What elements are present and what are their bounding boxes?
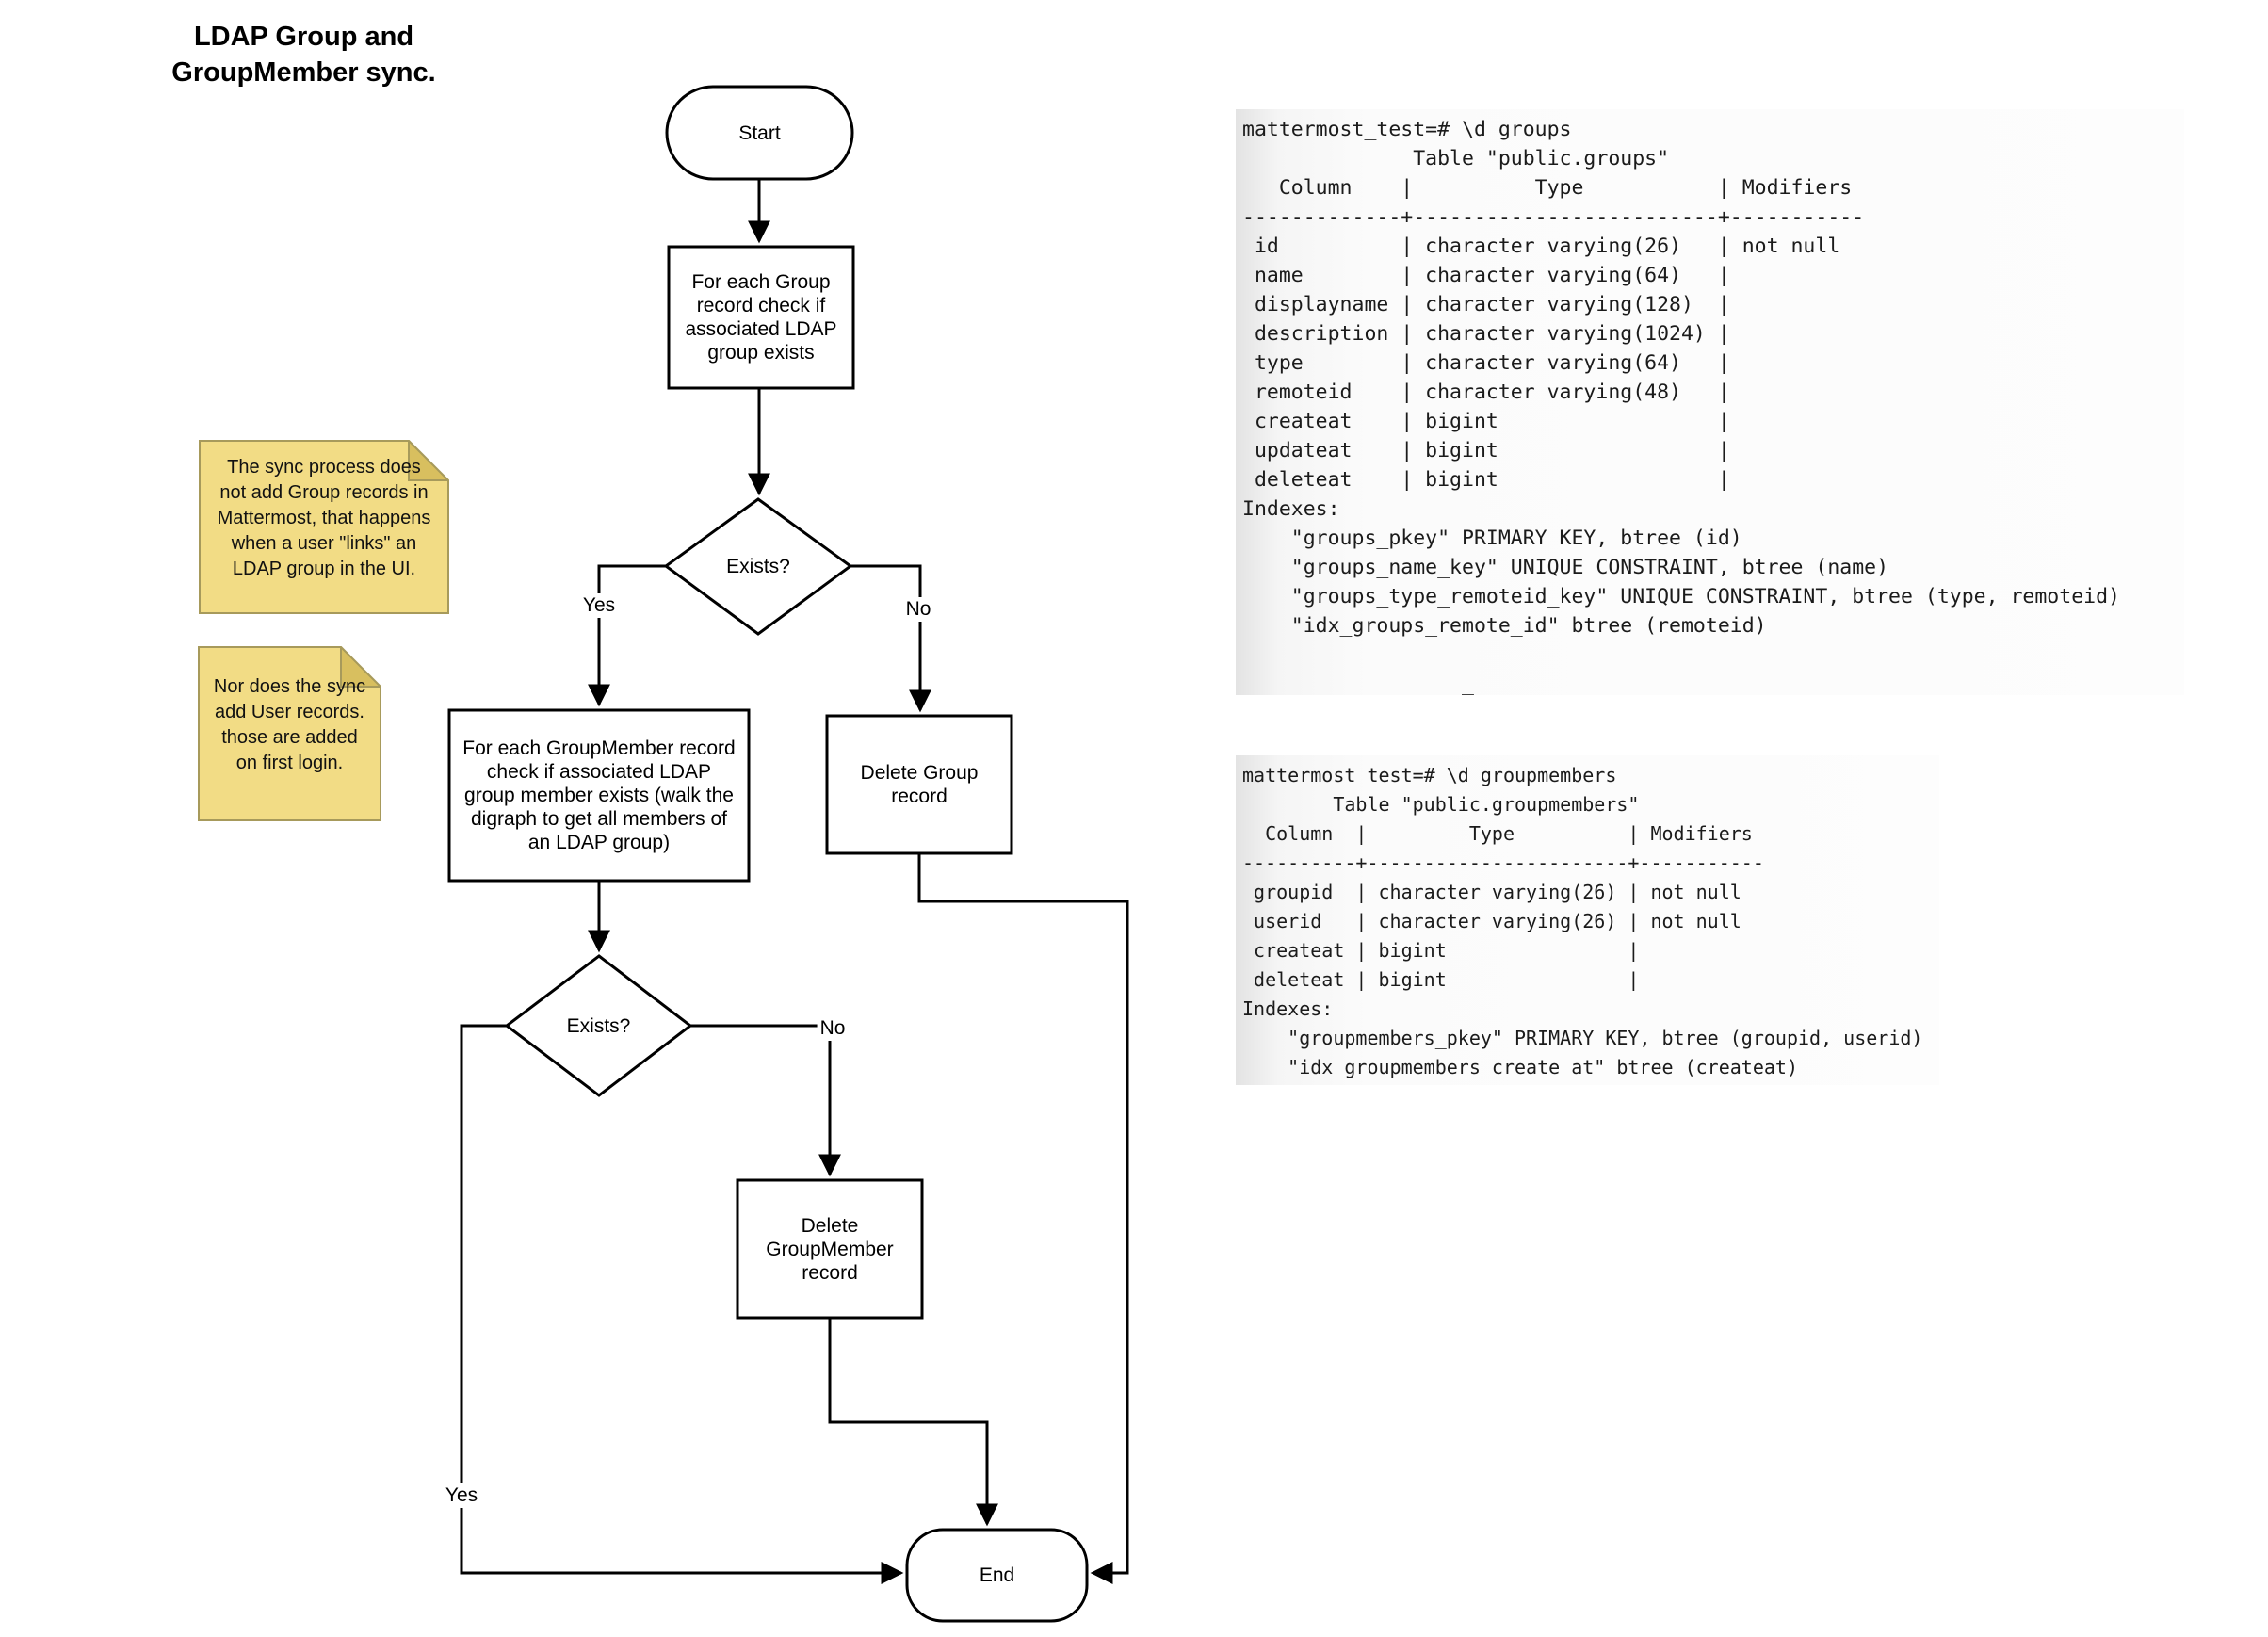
delete-groupmember-node-shape xyxy=(736,1178,924,1320)
sticky-note-shape xyxy=(199,440,449,614)
edge-label-group-no: No xyxy=(902,597,934,622)
sticky-note-group-sync-text: The sync process does not add Group reco… xyxy=(217,457,431,579)
exists-group-diamond-shape xyxy=(663,497,853,636)
node-start-label: Start xyxy=(738,122,781,144)
edge-label-member-no: No xyxy=(817,1016,849,1041)
edge-exists2-yes-to-end xyxy=(460,1024,904,1584)
terminal-groups-table: mattermost_test=# \d groups Table "publi… xyxy=(1236,109,2184,696)
edge-exists2-no-to-delete-groupmember xyxy=(690,1024,841,1177)
page-title-line2: GroupMember sync. xyxy=(171,57,436,88)
page-title: LDAP Group and GroupMember sync. xyxy=(141,19,466,90)
page-title-line1: LDAP Group and xyxy=(193,22,414,52)
check-groupmember-node-shape xyxy=(447,708,751,883)
check-group-node-shape xyxy=(667,245,855,390)
exists-groupmember-diamond-shape xyxy=(504,954,693,1097)
node-check-group-label: For each Group record check if associate… xyxy=(685,271,837,364)
sticky-note-shape xyxy=(198,646,381,821)
sticky-note-user-sync: Nor does the sync add User records. thos… xyxy=(198,646,381,821)
edge-delete-group-to-end xyxy=(917,853,1129,1584)
node-exists-groupmember-label: Exists? xyxy=(566,1014,631,1037)
node-delete-groupmember-label: Delete GroupMember record xyxy=(766,1214,894,1284)
end-node-shape xyxy=(905,1528,1089,1623)
edge-delete-groupmember-to-end xyxy=(828,1318,998,1527)
node-exists-group-label: Exists? xyxy=(726,556,790,577)
node-check-groupmember-label: For each GroupMember record check if ass… xyxy=(462,737,736,853)
delete-group-node-shape xyxy=(825,714,1013,855)
terminal-groupmembers-table: mattermost_test=# \d groupmembers Table … xyxy=(1236,755,1939,1085)
edge-exists-no-to-delete-group xyxy=(850,564,932,713)
sticky-note-group-sync: The sync process does not add Group reco… xyxy=(199,440,449,614)
edge-label-member-yes: Yes xyxy=(442,1483,481,1508)
sticky-note-user-sync-text: Nor does the sync add User records. thos… xyxy=(213,676,366,773)
start-node-shape xyxy=(665,85,854,181)
node-delete-group-label: Delete Group record xyxy=(860,762,979,807)
edge-label-group-yes: Yes xyxy=(579,593,619,618)
node-end-label: End xyxy=(979,1564,1015,1586)
edge-exists-yes-to-check-groupmember xyxy=(588,564,666,707)
